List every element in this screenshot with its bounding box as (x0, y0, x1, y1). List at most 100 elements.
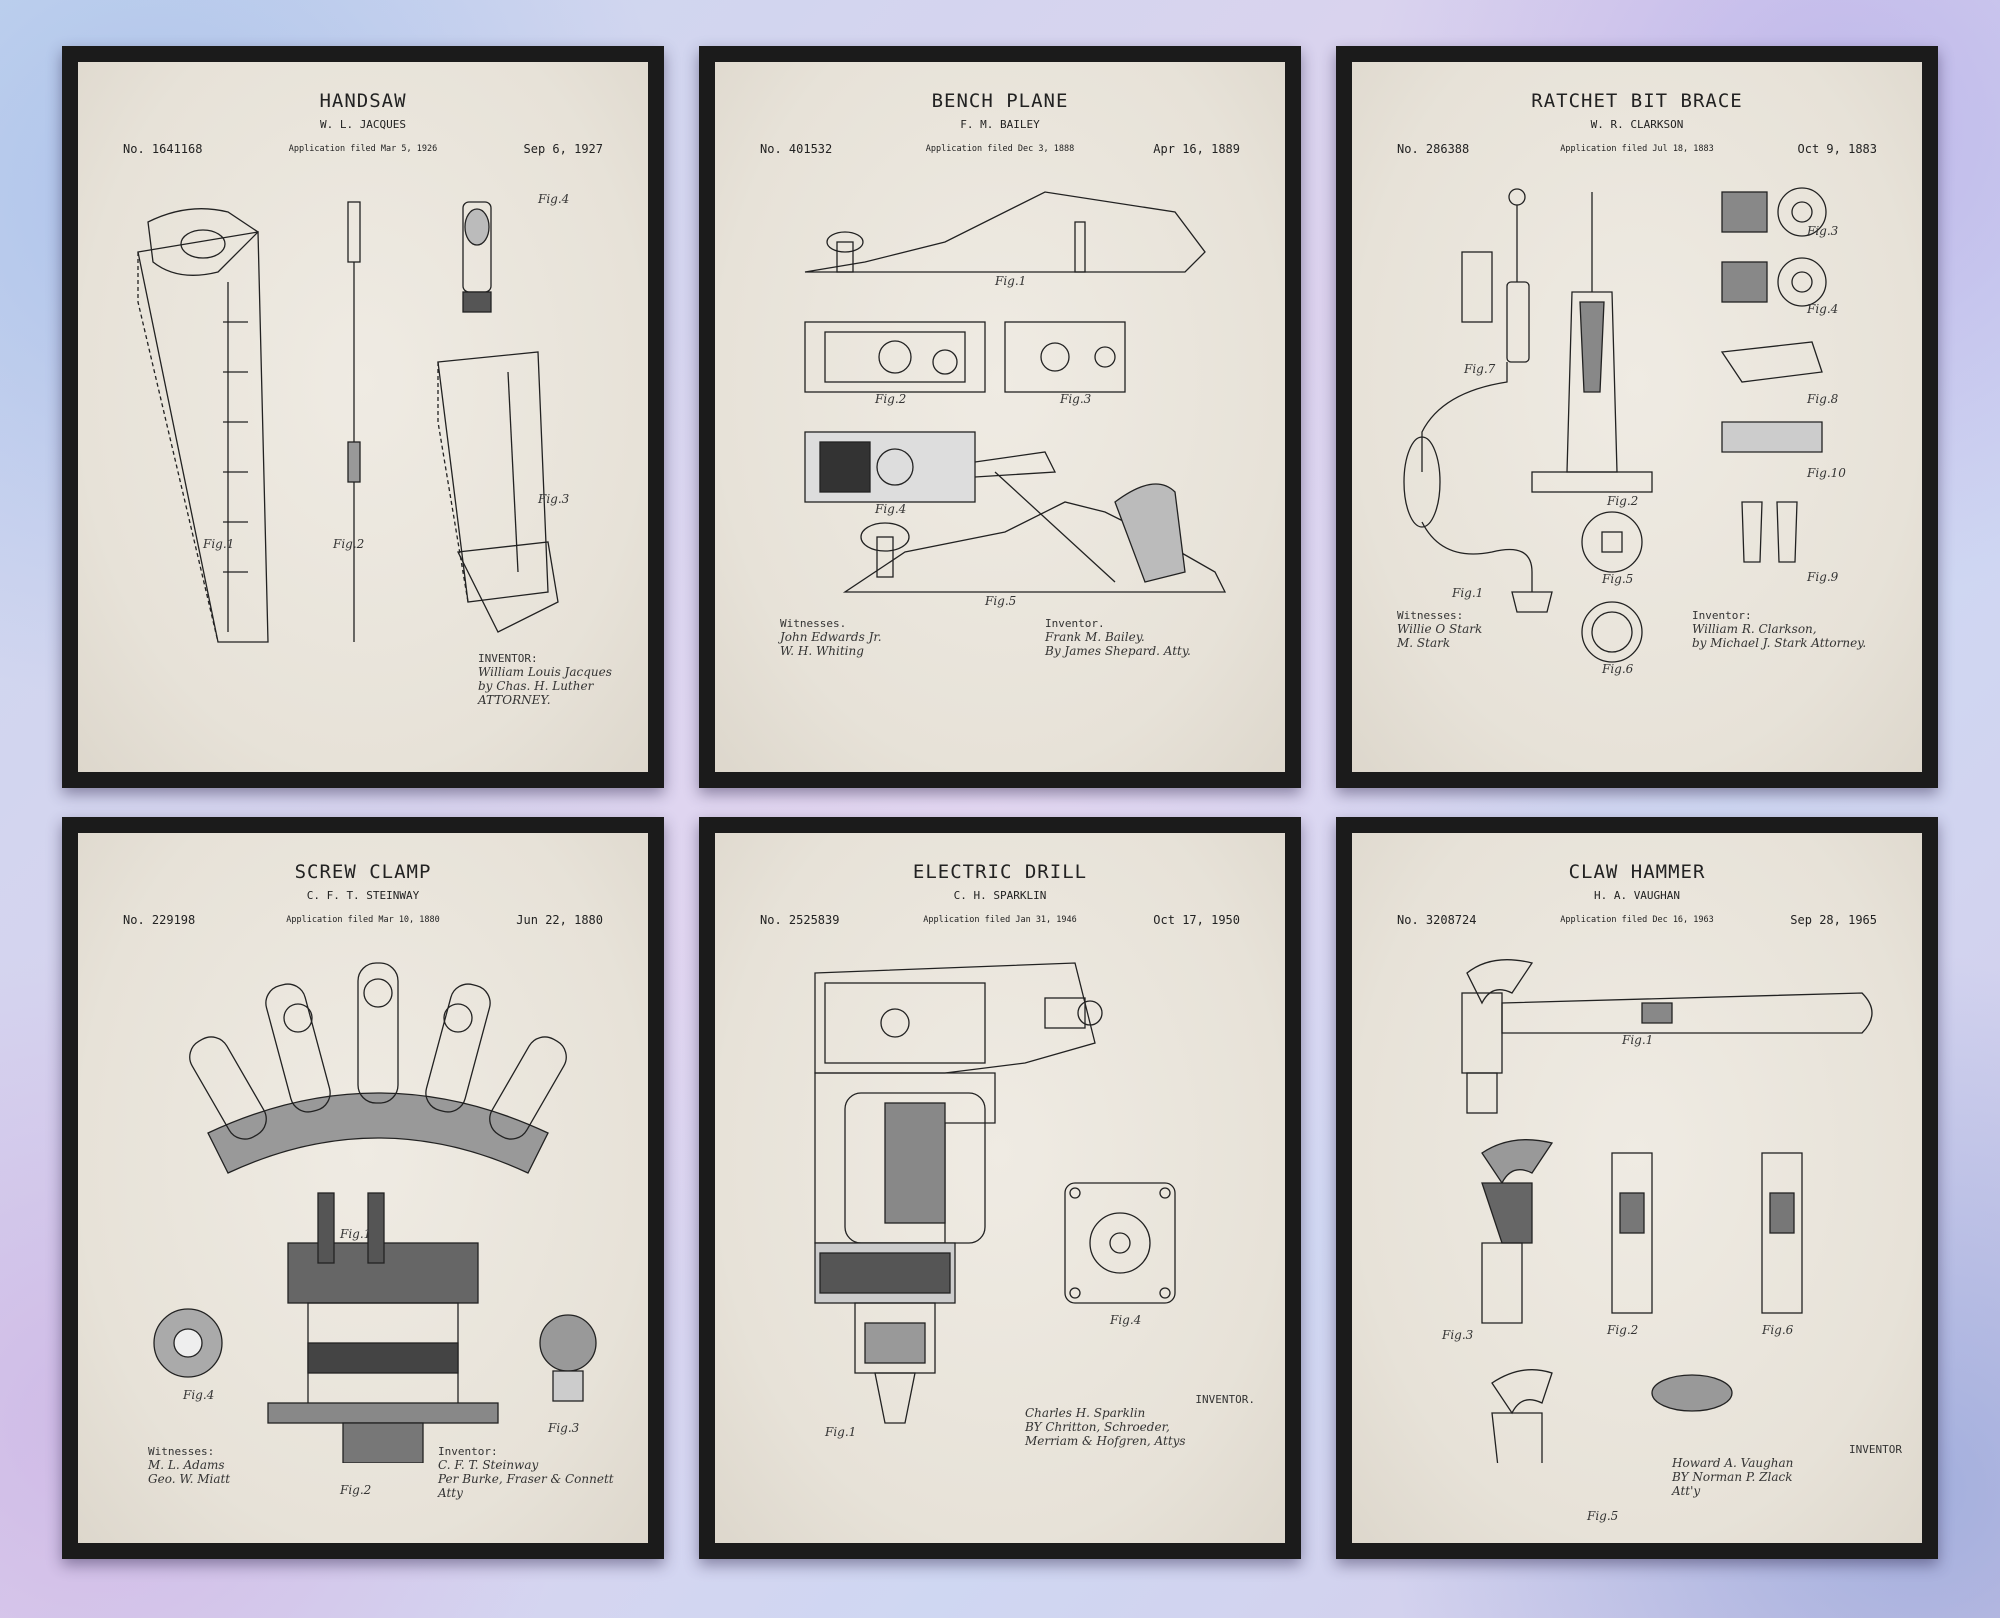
fig-label: Fig.5 (1602, 572, 1634, 586)
signature-line: BY Chritton, Schroeder, (1025, 1420, 1170, 1434)
fig-label: Fig.2 (333, 537, 365, 551)
patent-inventor: W. L. JACQUES (319, 118, 407, 131)
signature-block-inventor: Inventor. Frank M. Bailey. By James Shep… (1045, 617, 1265, 658)
signature-block-inventor: Inventor: William R. Clarkson, by Michae… (1692, 609, 1902, 650)
fig-label: Fig.1 (825, 1425, 857, 1439)
patent-inventor: F. M. BAILEY (960, 118, 1040, 131)
signature-label: INVENTOR (1849, 1443, 1902, 1456)
patent-inventor: C. H. SPARKLIN (953, 889, 1047, 902)
signature-line: Per Burke, Fraser & Connett Atty (438, 1472, 614, 1500)
signature-line: C. F. T. Steinway (438, 1458, 539, 1472)
poster-electric-drill: ELECTRIC DRILL C. H. SPARKLIN No. 252583… (699, 817, 1301, 1559)
patent-title: ELECTRIC DRILL (912, 861, 1088, 883)
electric-drill-drawing (745, 943, 1285, 1463)
patent-paper: CLAW HAMMER H. A. VAUGHAN No. 3208724 Ap… (1352, 833, 1922, 1543)
patent-filed: Application filed Jan 31, 1946 (923, 915, 1077, 925)
fig-label: Fig.7 (1464, 362, 1496, 376)
fig-label: Fig.5 (1587, 1509, 1619, 1523)
fig-label: Fig.6 (1762, 1323, 1794, 1337)
signature-line: by Chas. H. Luther (478, 679, 594, 693)
patent-date: Sep 28, 1965 (1790, 913, 1877, 927)
signature-line: M. L. Adams (148, 1458, 225, 1472)
patent-inventor: C. F. T. STEINWAY (306, 889, 420, 902)
fig-label: Fig.1 (1452, 586, 1484, 600)
fig-label: Fig.3 (538, 492, 570, 506)
fig-label: Fig.4 (538, 192, 570, 206)
fig-label: Fig.8 (1807, 392, 1839, 406)
fig-label: Fig.4 (183, 1388, 215, 1402)
signature-label: Inventor: (438, 1445, 498, 1458)
fig-label: Fig.3 (1442, 1328, 1474, 1342)
signature-block-inventor: INVENTOR. Charles H. Sparklin BY Chritto… (1025, 1393, 1255, 1448)
patent-date: Jun 22, 1880 (516, 913, 603, 927)
patent-filed: Application filed Dec 3, 1888 (925, 144, 1075, 154)
patent-number: No. 3208724 (1397, 913, 1477, 927)
poster-bench-plane: BENCH PLANE F. M. BAILEY No. 401532 Appl… (699, 46, 1301, 788)
signature-line: ATTORNEY. (478, 693, 551, 707)
patent-number: No. 286388 (1397, 142, 1470, 156)
bench-plane-drawing (745, 172, 1285, 692)
screw-clamp-drawing (108, 943, 648, 1464)
patent-title: CLAW HAMMER (1568, 861, 1706, 883)
signature-label: Witnesses. (780, 617, 847, 630)
ratchet-brace-drawing (1382, 172, 1922, 692)
signature-line: Att'y (1672, 1484, 1701, 1498)
patent-meta: No. 1641168 Application filed Mar 5, 192… (123, 142, 603, 158)
signature-block-witnesses: Witnesses: M. L. Adams Geo. W. Miatt (148, 1445, 298, 1486)
patent-number: No. 401532 (760, 142, 833, 156)
poster-ratchet-bit-brace: RATCHET BIT BRACE W. R. CLARKSON No. 286… (1336, 46, 1938, 788)
poster-screw-clamp: SCREW CLAMP C. F. T. STEINWAY No. 229198… (62, 817, 664, 1559)
patent-filed: Application filed Dec 16, 1963 (1560, 915, 1714, 925)
fig-label: Fig.2 (340, 1483, 372, 1497)
fig-label: Fig.6 (1602, 662, 1634, 676)
patent-filed: Application filed Jul 18, 1883 (1560, 144, 1714, 154)
patent-filed: Application filed Mar 5, 1926 (288, 144, 438, 154)
signature-line: W. H. Whiting (780, 644, 864, 658)
signature-line: Howard A. Vaughan (1672, 1456, 1794, 1470)
patent-title: HANDSAW (319, 90, 407, 112)
patent-inventor: H. A. VAUGHAN (1593, 889, 1681, 902)
poster-handsaw: HANDSAW W. L. JACQUES No. 1641168 Applic… (62, 46, 664, 788)
patent-inventor: W. R. CLARKSON (1590, 118, 1684, 131)
patent-title: BENCH PLANE (931, 90, 1069, 112)
patent-title: RATCHET BIT BRACE (1531, 90, 1743, 112)
patent-meta: No. 3208724 Application filed Dec 16, 19… (1397, 913, 1877, 929)
fig-label: Fig.3 (548, 1421, 580, 1435)
patent-number: No. 1641168 (123, 142, 203, 156)
signature-line: BY Norman P. Zlack (1672, 1470, 1793, 1484)
signature-line: John Edwards Jr. (780, 630, 882, 644)
fig-label: Fig.2 (875, 392, 907, 406)
patent-number: No. 2525839 (760, 913, 840, 927)
fig-label: Fig.1 (1622, 1033, 1654, 1047)
patent-paper: HANDSAW W. L. JACQUES No. 1641168 Applic… (78, 62, 648, 772)
signature-label: INVENTOR: (478, 652, 538, 665)
fig-label: Fig.3 (1807, 224, 1839, 238)
fig-label: Fig.3 (1060, 392, 1092, 406)
signature-line: Merriam & Hofgren, Attys (1025, 1434, 1186, 1448)
signature-label: Witnesses: (1397, 609, 1464, 622)
signature-block-inventor: Inventor: C. F. T. Steinway Per Burke, F… (438, 1445, 638, 1500)
patent-date: Oct 17, 1950 (1153, 913, 1240, 927)
fig-label: Fig.4 (1110, 1313, 1142, 1327)
patent-paper: ELECTRIC DRILL C. H. SPARKLIN No. 252583… (715, 833, 1285, 1543)
signature-line: William Louis Jacques (478, 665, 612, 679)
signature-label: Inventor. (1045, 617, 1105, 630)
signature-line: Willie O Stark (1397, 622, 1483, 636)
patent-date: Oct 9, 1883 (1797, 142, 1877, 156)
fig-label: Fig.2 (1607, 494, 1639, 508)
fig-label: Fig.4 (875, 502, 907, 516)
signature-line: Geo. W. Miatt (148, 1472, 231, 1486)
fig-label: Fig.1 (340, 1227, 372, 1241)
signature-line: Charles H. Sparklin (1025, 1406, 1146, 1420)
patent-date: Apr 16, 1889 (1153, 142, 1240, 156)
fig-label: Fig.4 (1807, 302, 1839, 316)
signature-label: Inventor: (1692, 609, 1752, 622)
patent-meta: No. 229198 Application filed Mar 10, 188… (123, 913, 603, 929)
patent-title: SCREW CLAMP (294, 861, 432, 883)
fig-label: Fig.9 (1807, 570, 1839, 584)
signature-label: INVENTOR. (1195, 1393, 1255, 1406)
patent-number: No. 229198 (123, 913, 196, 927)
fig-label: Fig.2 (1607, 1323, 1639, 1337)
fig-label: Fig.1 (995, 274, 1027, 288)
signature-line: By James Shepard. Atty. (1045, 644, 1191, 658)
